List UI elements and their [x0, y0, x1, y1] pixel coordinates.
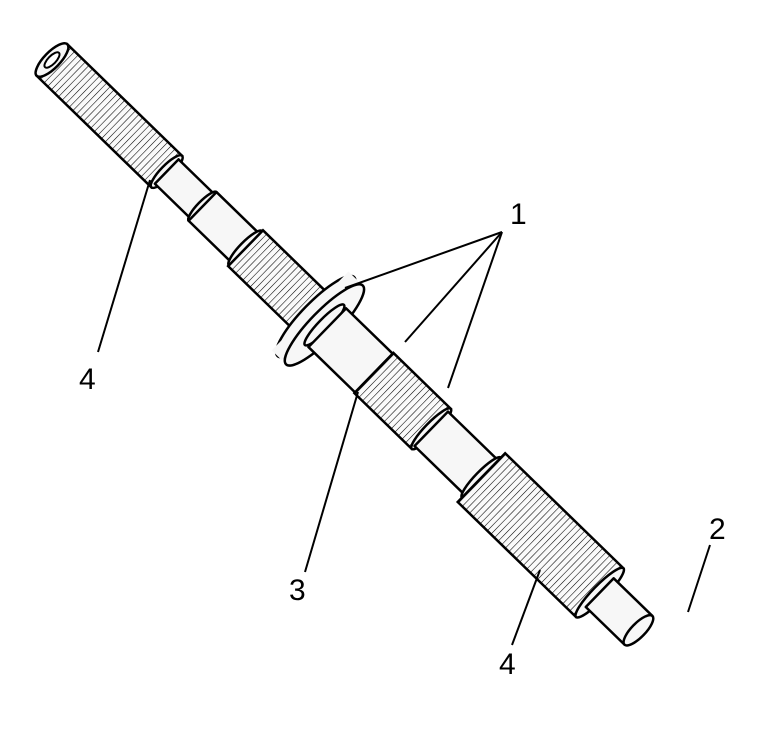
- pilot-end-face: [622, 613, 655, 647]
- left-shaft-bore: [43, 51, 61, 69]
- leader-1a: [344, 231, 503, 289]
- callout-4b: 4: [499, 648, 516, 681]
- leader-1b: [404, 231, 503, 343]
- leader-lines: [97, 179, 711, 646]
- callout-1: 1: [510, 198, 527, 231]
- callout-2: 2: [709, 513, 726, 546]
- leader-4a: [97, 179, 151, 353]
- callout-3: 3: [289, 574, 306, 607]
- callout-4a: 4: [79, 363, 96, 396]
- shaft: [34, 42, 655, 647]
- leader-3: [304, 391, 359, 573]
- leader-1c: [447, 231, 503, 389]
- leader-2: [687, 544, 711, 613]
- leader-4b: [511, 569, 541, 646]
